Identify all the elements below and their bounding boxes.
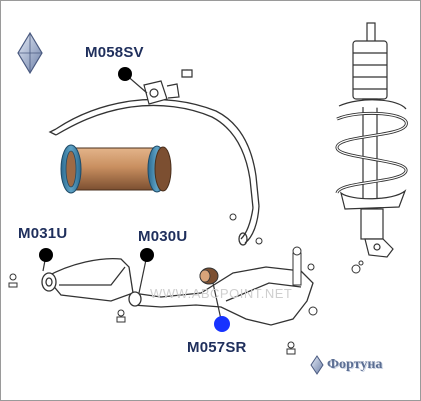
part-label-m030u: M030U	[138, 228, 188, 245]
shock-absorber	[338, 22, 407, 210]
marker-m057sr	[214, 316, 230, 332]
bushing-part	[60, 144, 172, 194]
bolt-parts	[8, 213, 364, 355]
brand-logo: Фортуна	[310, 355, 382, 375]
stabilizer-bar	[48, 98, 260, 246]
diamond-logo-icon	[17, 31, 43, 75]
stabilizer-clamp	[143, 69, 193, 105]
brand-name: Фортуна	[327, 357, 383, 372]
arm-bushing	[199, 267, 219, 285]
watermark-text: WWW.ABCPOINT.NET	[150, 286, 293, 301]
coil-spring	[335, 111, 408, 194]
brand-diamond-icon	[310, 355, 324, 375]
lower-control-arm	[41, 257, 314, 326]
marker-m058sv	[118, 67, 132, 81]
marker-m031u	[39, 248, 53, 262]
marker-m030u	[140, 248, 154, 262]
part-label-m031u: M031U	[18, 225, 68, 242]
part-label-m058sv: M058SV	[85, 44, 144, 61]
strut-body	[339, 189, 407, 258]
part-label-m057sr: M057SR	[187, 339, 247, 356]
